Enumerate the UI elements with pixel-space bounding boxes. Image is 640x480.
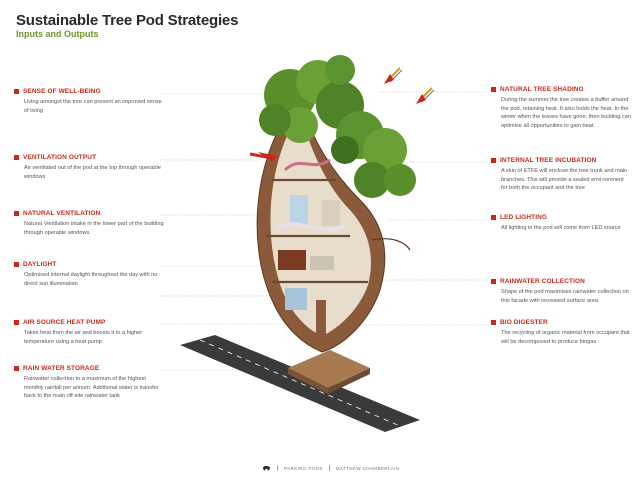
callout-title: NATURAL TREE SHADING xyxy=(500,86,584,93)
callout-body: Rainwater collection to a maximum of the… xyxy=(24,376,159,400)
callout-title: RAINWATER COLLECTION xyxy=(500,278,585,285)
callout-ventilation-output: VENTILATION OUTPUT Air ventilated out of… xyxy=(14,154,164,181)
callout-body: All lighting in the pod will come from L… xyxy=(501,225,621,231)
pod-shell xyxy=(249,94,411,353)
callout-title: DAYLIGHT xyxy=(23,261,57,268)
bullet-square-icon xyxy=(491,279,496,284)
bullet-square-icon xyxy=(14,366,19,371)
tree-foliage xyxy=(259,55,416,198)
callout-body: Air ventilated out of the pod at the top… xyxy=(24,165,161,180)
bullet-square-icon xyxy=(14,211,19,216)
road xyxy=(180,335,420,432)
wind-arrow-icon xyxy=(416,87,435,104)
bullet-square-icon xyxy=(14,262,19,267)
pod-base xyxy=(288,350,370,394)
callout-title: AIR SOURCE HEAT PUMP xyxy=(23,319,106,326)
callout-body: A skin of ETFE will enclose the tree tru… xyxy=(501,168,628,192)
callout-air-source-heat-pump: AIR SOURCE HEAT PUMP Takes heat from the… xyxy=(14,319,164,346)
bullet-square-icon xyxy=(491,87,496,92)
callout-body: Shape of the pod maximises rainwater col… xyxy=(501,289,629,304)
footer-project: PARKING PODS xyxy=(284,465,323,471)
callout-body: Takes heat from the air and boosts it to… xyxy=(24,330,143,345)
page-title: Sustainable Tree Pod Strategies xyxy=(16,12,239,29)
callout-title: INTERNAL TREE INCUBATION xyxy=(500,157,597,164)
callout-title: VENTILATION OUTPUT xyxy=(23,154,97,161)
callout-rain-water-storage: RAIN WATER STORAGE Rainwater collection … xyxy=(14,365,164,401)
callout-body: During the summer the tree creates a buf… xyxy=(501,97,631,129)
callout-title: LED LIGHTING xyxy=(500,214,548,221)
page-subtitle: Inputs and Outputs xyxy=(16,29,99,39)
callout-body: The recycling of organic material from o… xyxy=(501,330,630,345)
callout-body: Living amongst the tree can present an i… xyxy=(24,99,162,114)
callout-title: RAIN WATER STORAGE xyxy=(23,365,100,372)
callout-daylight: DAYLIGHT Optimised internal daylight thr… xyxy=(14,261,164,288)
car-icon xyxy=(263,466,270,471)
callout-natural-ventilation: NATURAL VENTILATION Natural Ventilation … xyxy=(14,210,164,237)
bullet-square-icon xyxy=(491,158,496,163)
footer-author: MATTHEW CHAMBERLAIN xyxy=(335,465,400,471)
callout-body: Natural Ventilation intake in the lower … xyxy=(24,221,164,236)
callout-title: BIO DIGESTER xyxy=(500,319,548,326)
callout-internal-tree-incubation: INTERNAL TREE INCUBATION A skin of ETFE … xyxy=(491,157,631,193)
callout-sense-of-well-being: SENSE OF WELL-BEING Living amongst the t… xyxy=(14,88,164,115)
bullet-square-icon xyxy=(491,215,496,220)
callout-rainwater-collection: RAINWATER COLLECTION Shape of the pod ma… xyxy=(491,278,631,305)
callout-title: SENSE OF WELL-BEING xyxy=(23,88,101,95)
callout-natural-tree-shading: NATURAL TREE SHADING During the summer t… xyxy=(491,86,631,131)
footer-separator xyxy=(277,465,278,471)
bullet-square-icon xyxy=(14,320,19,325)
wind-arrow-icon xyxy=(384,67,403,84)
callout-body: Optimised internal daylight throughout t… xyxy=(24,272,158,287)
callout-title: NATURAL VENTILATION xyxy=(23,210,101,217)
bullet-square-icon xyxy=(14,155,19,160)
bullet-square-icon xyxy=(491,320,496,325)
callout-bio-digester: BIO DIGESTER The recycling of organic ma… xyxy=(491,319,631,346)
bullet-square-icon xyxy=(14,89,19,94)
callout-led-lighting: LED LIGHTING All lighting in the pod wil… xyxy=(491,214,631,233)
footer-separator xyxy=(328,465,330,471)
footer: PARKING PODS MATTHEW CHAMBERLAIN xyxy=(262,465,400,471)
